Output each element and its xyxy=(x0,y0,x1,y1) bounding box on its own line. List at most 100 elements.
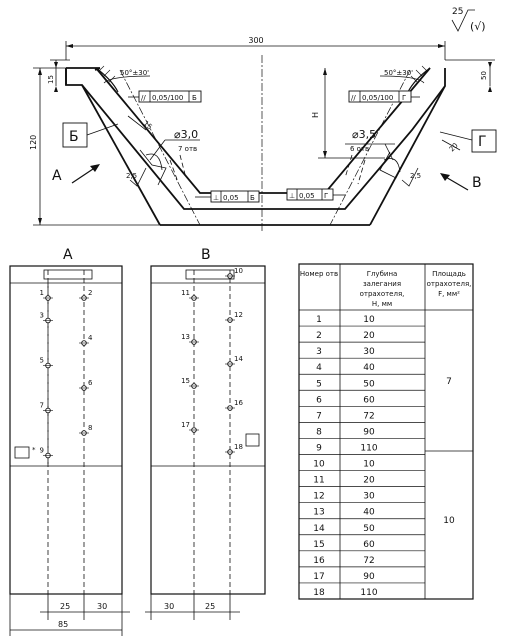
table-cell-num: 9 xyxy=(316,444,322,454)
table-cell-depth: 110 xyxy=(360,588,377,598)
datum-box-right xyxy=(471,129,497,153)
hole-right-count: 6 отв xyxy=(350,145,369,153)
chamfer-left: 50°±30' xyxy=(120,69,149,77)
table-cell-num: 10 xyxy=(313,460,325,470)
view-label-left: А xyxy=(52,168,62,184)
hole-14: 14 xyxy=(225,355,243,367)
table-cell-num: 7 xyxy=(316,411,322,421)
hole-label-6: 6 xyxy=(88,379,93,387)
table-cell-depth: 30 xyxy=(363,492,375,502)
view-label-right: В xyxy=(472,175,482,191)
view-a-title: А xyxy=(63,247,73,263)
flat-right-value: 0,05 xyxy=(299,192,315,200)
table-row: 9 110 xyxy=(299,438,425,454)
hole-17: 17 xyxy=(181,421,199,433)
table-cell-num: 5 xyxy=(316,379,322,389)
view-a-dim-a: 25 xyxy=(60,602,70,611)
hole-label-18: 18 xyxy=(234,443,243,451)
hole-label-1: 1 xyxy=(40,289,44,297)
chamfer-right: 50°±30' xyxy=(384,69,413,77)
tolerance-frame-left: // 0,05/100 Б xyxy=(128,90,202,103)
hole-18: 18 xyxy=(225,443,243,455)
view-a-dim-total: 85 xyxy=(58,620,68,629)
flat-left-symbol: ⊥ xyxy=(213,194,219,202)
hole-8: 8 xyxy=(79,424,92,436)
hole-label-5: 5 xyxy=(40,357,44,365)
dim-20: 20 xyxy=(448,141,460,153)
tolerance-frame-right: // 0,05/100 Г xyxy=(348,90,420,103)
flat-left-value: 0,05 xyxy=(223,194,239,202)
table-cell-depth: 20 xyxy=(363,476,375,486)
table-cell-num: 14 xyxy=(313,524,325,534)
view-b-dim-a: 30 xyxy=(164,602,174,611)
top-view: 300 120 15 50 50°±3 xyxy=(29,36,497,233)
table-cell-depth: 50 xyxy=(363,379,375,389)
table-row: 11 20 xyxy=(299,470,425,486)
dim-15: 15 xyxy=(142,119,154,131)
view-a-marker xyxy=(14,446,30,459)
hole-13: 13 xyxy=(181,333,199,345)
table-cell-num: 13 xyxy=(313,508,324,518)
tol-right-symbol: // xyxy=(351,94,356,102)
flat-right-symbol: ⊥ xyxy=(289,192,295,200)
flat-right-datum: Г xyxy=(324,192,328,200)
tol-left-value: 0,05/100 xyxy=(152,94,183,102)
depth-label: H xyxy=(311,112,320,118)
table-cell-depth: 10 xyxy=(363,315,375,325)
top-dim-right: 50 xyxy=(480,71,488,80)
datum-right: Г xyxy=(478,134,487,150)
tol-right-value: 0,05/100 xyxy=(362,94,393,102)
table-cell-num: 3 xyxy=(316,347,322,357)
flat-left-datum: Б xyxy=(250,194,255,202)
hole-10: 10 xyxy=(225,267,243,279)
hole-label-4: 4 xyxy=(88,334,93,342)
hole-4: 4 xyxy=(79,334,93,346)
table-cell-depth: 72 xyxy=(363,556,374,566)
hole-label-16: 16 xyxy=(234,399,243,407)
table-row: 12 30 xyxy=(299,486,425,502)
view-b-title: В xyxy=(201,247,211,263)
table-cell-num: 11 xyxy=(313,476,324,486)
hole-7: 7 xyxy=(40,402,53,414)
table-cell-depth: 110 xyxy=(360,444,377,454)
roughness-symbol: 25 (√) xyxy=(451,7,486,33)
flat-frame-right: ⊥ 0,05 Г xyxy=(286,188,345,201)
table-cell-depth: 50 xyxy=(363,524,375,534)
flat-frame-left: ⊥ 0,05 Б xyxy=(195,190,260,203)
hole-right-diameter: ⌀3,5 xyxy=(352,128,376,141)
table-cell-num: 6 xyxy=(316,395,322,405)
hole-label-7: 7 xyxy=(40,402,44,410)
roughness-note: (√) xyxy=(470,20,486,33)
top-dim-left: 15 xyxy=(47,75,55,84)
table-area-second: 10 xyxy=(443,516,455,526)
view-b-marker xyxy=(245,433,260,447)
view-a-dim-b: 30 xyxy=(97,602,107,611)
table-cell-num: 12 xyxy=(313,492,324,502)
hole-16: 16 xyxy=(225,399,243,411)
hole-left-diameter: ⌀3,0 xyxy=(174,128,198,141)
hole-2: 2 xyxy=(79,289,92,301)
table-cell-depth: 40 xyxy=(363,363,375,373)
view-b-dim-b: 25 xyxy=(205,602,215,611)
hole-label-8: 8 xyxy=(88,424,92,432)
tol-right-datum: Г xyxy=(402,94,406,102)
hole-label-14: 14 xyxy=(234,355,243,363)
table-cell-depth: 90 xyxy=(363,572,375,582)
table-cell-num: 17 xyxy=(313,572,324,582)
hole-5: 5 xyxy=(40,357,53,369)
svg-text:*: * xyxy=(32,446,36,454)
hole-1: 1 xyxy=(40,289,53,301)
